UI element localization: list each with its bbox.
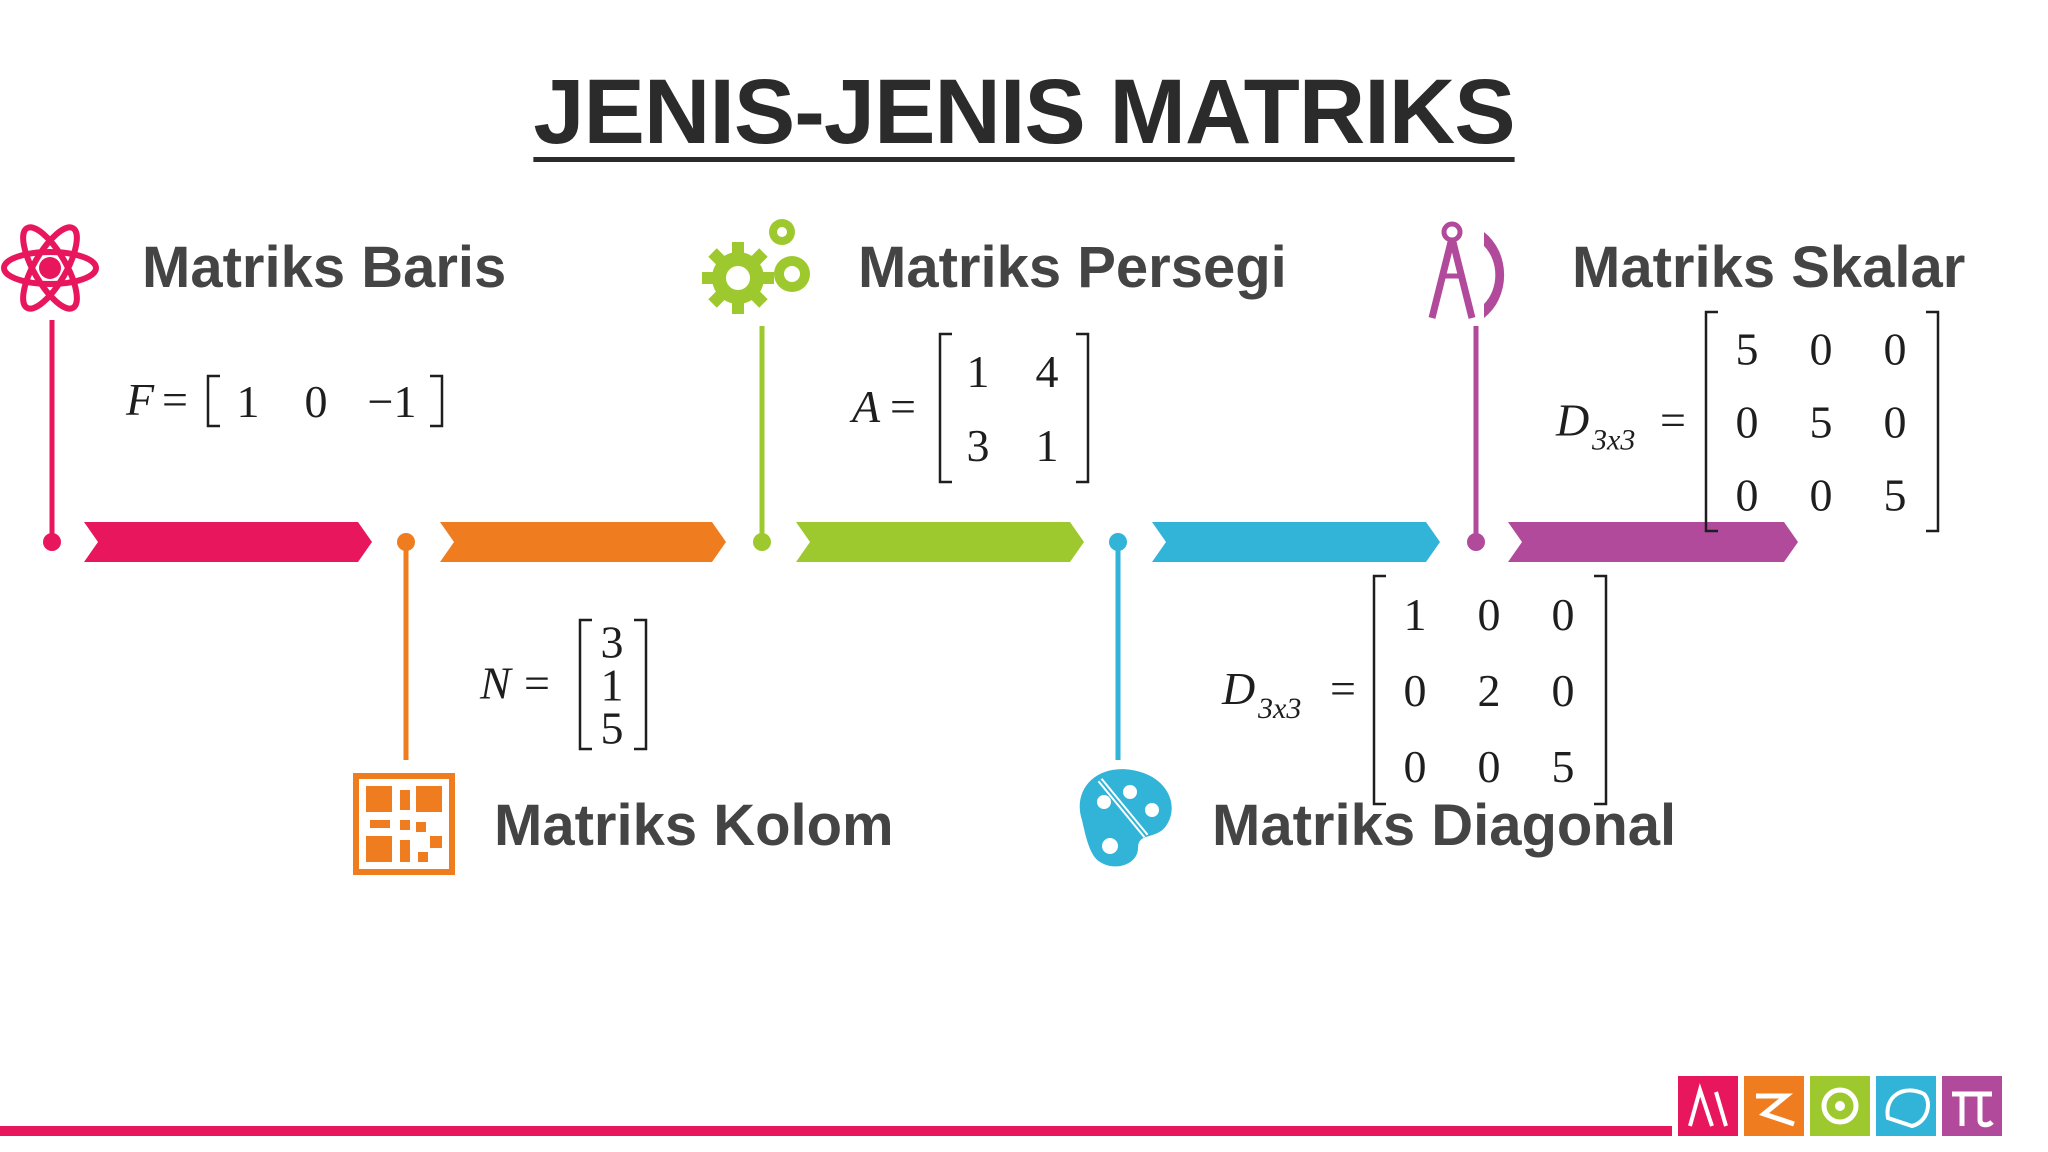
equals-sign: = [1660, 395, 1686, 446]
matrix-entry: 0 [305, 376, 328, 427]
matrix-entry: 1 [967, 346, 990, 397]
connector-dot-cyan [1109, 533, 1127, 551]
compass-protractor-icon [1428, 221, 1505, 319]
right-bracket [1926, 310, 1940, 533]
label-matriks-baris: Matriks Baris [142, 235, 507, 300]
qr-code-icon [353, 773, 455, 875]
timeline-arrow-green [796, 522, 1084, 562]
page-title: JENIS-JENIS MATRIKS [533, 61, 1515, 163]
matrix-entry: 1 [237, 376, 260, 427]
right-bracket [430, 374, 444, 428]
matrix-name: N [479, 658, 513, 709]
matrix-entry: 0 [1736, 470, 1759, 521]
matrix-entry: 3 [967, 420, 990, 471]
timeline-arrow-pink [84, 522, 372, 562]
matrix-entry: 5 [1736, 324, 1759, 375]
connector-dot-green [753, 533, 771, 551]
matrix-entry: 0 [1810, 470, 1833, 521]
matrix-name: D [1555, 395, 1589, 446]
matrix-entry: 5 [1552, 741, 1575, 792]
matrix-entry: 0 [1478, 589, 1501, 640]
matrix-name: F [125, 374, 155, 425]
equals-sign: = [1330, 663, 1356, 714]
left-bracket [1372, 574, 1386, 806]
paint-palette-icon [1079, 769, 1172, 867]
matrix-order: 3x3 [1257, 692, 1301, 725]
equals-sign: = [890, 381, 916, 432]
matrix-entry: 0 [1552, 589, 1575, 640]
matrix-entry: 4 [1036, 346, 1059, 397]
left-bracket [206, 374, 220, 428]
matrix-entry: −1 [368, 376, 417, 427]
matrix-entry: 5 [1884, 470, 1907, 521]
bottom-bar [0, 1126, 1672, 1136]
matrix-entry: 3 [601, 617, 624, 668]
timeline-arrow-cyan [1152, 522, 1440, 562]
left-bracket [938, 332, 952, 484]
label-matriks-persegi: Matriks Persegi [858, 235, 1287, 300]
right-bracket [1594, 574, 1608, 806]
matrix-order: 3x3 [1591, 424, 1635, 457]
equation-column-matrix: N= 315 [479, 617, 648, 754]
timeline-arrow-orange [440, 522, 726, 562]
atom-icon [1, 224, 99, 312]
gears-icon [702, 219, 810, 314]
right-bracket [1076, 332, 1090, 484]
label-matriks-skalar: Matriks Skalar [1572, 235, 1966, 300]
left-bracket [578, 618, 592, 751]
connector-dot-pink [43, 533, 61, 551]
timeline-arrow-purple [1508, 522, 1798, 562]
connector-dot-orange [397, 533, 415, 551]
right-bracket [634, 618, 648, 751]
connector-dot-purple [1467, 533, 1485, 551]
equals-sign: = [524, 658, 550, 709]
logo-strip-icon [1678, 1076, 2002, 1136]
matrix-entry: 0 [1884, 397, 1907, 448]
matrix-entry: 0 [1404, 665, 1427, 716]
matrix-entry: 0 [1552, 665, 1575, 716]
matrix-entry: 2 [1478, 665, 1501, 716]
matrix-entry: 0 [1884, 324, 1907, 375]
matrix-entry: 0 [1736, 397, 1759, 448]
label-matriks-kolom: Matriks Kolom [494, 793, 894, 858]
matrix-name: A [849, 381, 881, 432]
matrix-entry: 0 [1404, 741, 1427, 792]
matrix-name: D [1221, 663, 1255, 714]
matrix-entry: 5 [601, 703, 624, 754]
left-bracket [1704, 310, 1718, 533]
matrix-entry: 0 [1478, 741, 1501, 792]
equals-sign: = [162, 374, 188, 425]
label-matriks-diagonal: Matriks Diagonal [1212, 793, 1677, 858]
matrix-entry: 1 [1036, 420, 1059, 471]
matrix-entry: 0 [1810, 324, 1833, 375]
matrix-entry: 5 [1810, 397, 1833, 448]
matrix-entry: 1 [1404, 589, 1427, 640]
matrix-entry: 1 [601, 660, 624, 711]
